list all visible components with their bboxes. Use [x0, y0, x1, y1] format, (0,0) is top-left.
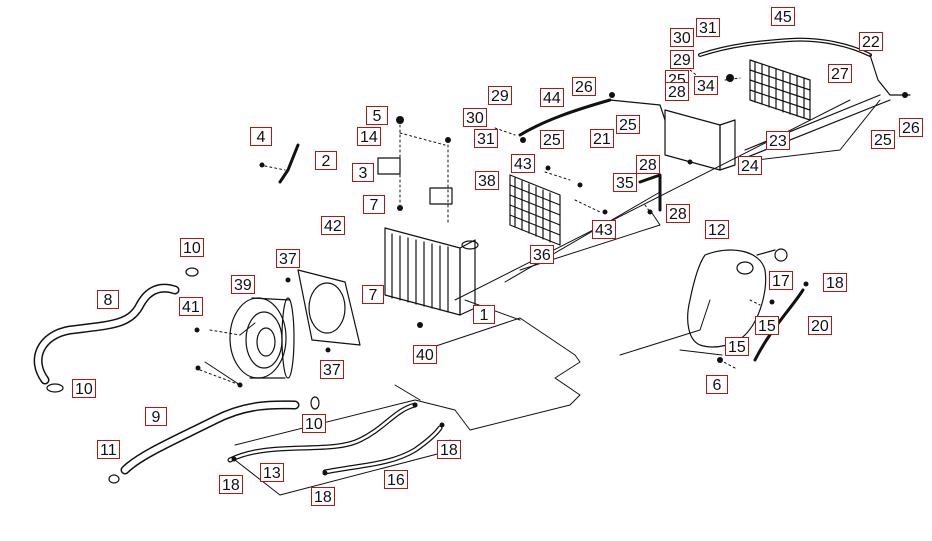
- callout-38: 38: [475, 171, 499, 190]
- callout-6: 6: [706, 375, 728, 394]
- callout-12: 12: [705, 220, 729, 239]
- callout-26-b: 26: [899, 118, 923, 137]
- callout-42: 42: [321, 216, 345, 235]
- hose-16-shape: [322, 425, 443, 475]
- callout-22: 22: [859, 32, 883, 51]
- callout-36: 36: [530, 245, 554, 264]
- callout-23: 23: [766, 131, 790, 150]
- cooler-38-shape: [509, 174, 561, 246]
- condenser-24-shape: [664, 109, 721, 171]
- callout-29-a: 29: [488, 86, 512, 105]
- callout-7-b: 7: [362, 285, 384, 304]
- callout-5: 5: [366, 106, 388, 125]
- callout-14: 14: [357, 127, 381, 146]
- hose-9-shape: [108, 396, 320, 484]
- callout-41: 41: [179, 297, 203, 316]
- callout-37-b: 37: [320, 360, 344, 379]
- callout-25-d: 25: [871, 130, 895, 149]
- callout-30-a: 30: [463, 108, 487, 127]
- callout-9: 9: [145, 407, 167, 426]
- shroud-42-shape: [297, 269, 361, 346]
- fan-39-shape: [229, 297, 295, 379]
- callout-35: 35: [613, 173, 637, 192]
- hose-8-shape: [33, 267, 199, 393]
- callout-11: 11: [97, 440, 120, 459]
- callout-10-a: 10: [180, 238, 204, 257]
- radiator-1-shape: [384, 227, 479, 316]
- callout-40: 40: [413, 345, 437, 364]
- callout-28-c: 28: [666, 204, 690, 223]
- callout-45: 45: [771, 7, 795, 26]
- callout-37-a: 37: [276, 249, 300, 268]
- callout-10-c: 10: [302, 414, 326, 433]
- callout-15-a: 15: [755, 316, 779, 335]
- callout-2: 2: [315, 151, 337, 170]
- callout-16: 16: [384, 470, 408, 489]
- leader-lines: [204, 99, 881, 496]
- callout-24: 24: [738, 156, 762, 175]
- callout-20: 20: [808, 316, 832, 335]
- callout-4: 4: [250, 127, 272, 146]
- callout-18-a: 18: [219, 475, 243, 494]
- callout-28-b: 28: [636, 155, 660, 174]
- callout-30-b: 30: [670, 28, 694, 47]
- cooler-23-shape: [749, 59, 811, 121]
- callout-15-b: 15: [725, 337, 749, 356]
- callout-18-b: 18: [311, 487, 335, 506]
- callout-28-a: 28: [665, 82, 689, 101]
- callout-25-a: 25: [540, 130, 564, 149]
- callout-13: 13: [260, 463, 284, 482]
- callout-44: 44: [540, 88, 564, 107]
- callout-31-b: 31: [696, 18, 720, 37]
- callout-18-c: 18: [437, 440, 461, 459]
- callout-3: 3: [352, 163, 374, 182]
- callout-34: 34: [694, 76, 718, 95]
- callout-1: 1: [473, 305, 495, 324]
- callout-7-a: 7: [363, 195, 385, 214]
- callout-25-b: 25: [616, 115, 640, 134]
- callout-31-a: 31: [474, 129, 498, 148]
- callout-8: 8: [97, 290, 119, 309]
- callout-26-a: 26: [572, 77, 596, 96]
- callout-27: 27: [828, 64, 852, 83]
- callout-43-a: 43: [511, 154, 535, 173]
- callout-29-b: 29: [670, 50, 694, 69]
- callout-39: 39: [231, 275, 255, 294]
- callout-17: 17: [769, 271, 793, 290]
- callout-43-b: 43: [592, 220, 616, 239]
- callout-18-d: 18: [823, 273, 847, 292]
- callout-10-b: 10: [72, 379, 96, 398]
- callout-21: 21: [590, 129, 614, 148]
